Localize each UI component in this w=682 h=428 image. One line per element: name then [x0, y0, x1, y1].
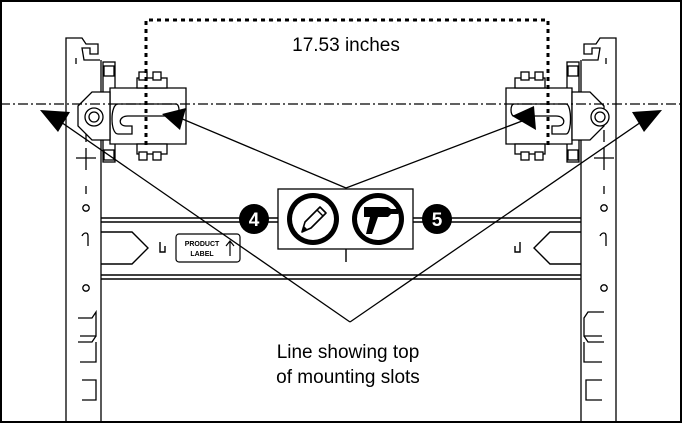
step-5-badge: 5 — [422, 204, 452, 234]
callout-line1: Line showing top — [277, 342, 420, 363]
step-4-badge: 4 — [239, 204, 269, 234]
pencil-icon — [287, 193, 339, 245]
step-4-number: 4 — [249, 210, 260, 231]
product-label-line2: LABEL — [190, 251, 214, 258]
left-bracket — [77, 61, 187, 163]
right-rail — [580, 37, 617, 423]
product-label: PRODUCT LABEL — [175, 233, 241, 263]
callout-line2: of mounting slots — [276, 367, 420, 388]
up-arrow-icon — [225, 240, 235, 256]
tool-step-box: 4 5 — [239, 188, 452, 250]
slot-leader-arrowheads — [162, 106, 536, 130]
product-label-line1: PRODUCT — [185, 241, 220, 248]
callout-leader-lines — [57, 119, 645, 323]
slot-leader-lines — [179, 117, 531, 189]
drill-icon — [352, 193, 404, 245]
callout-leader-arrowheads — [40, 110, 662, 132]
dimension-label: 17.53 inches — [292, 35, 400, 56]
step-5-number: 5 — [432, 210, 443, 231]
